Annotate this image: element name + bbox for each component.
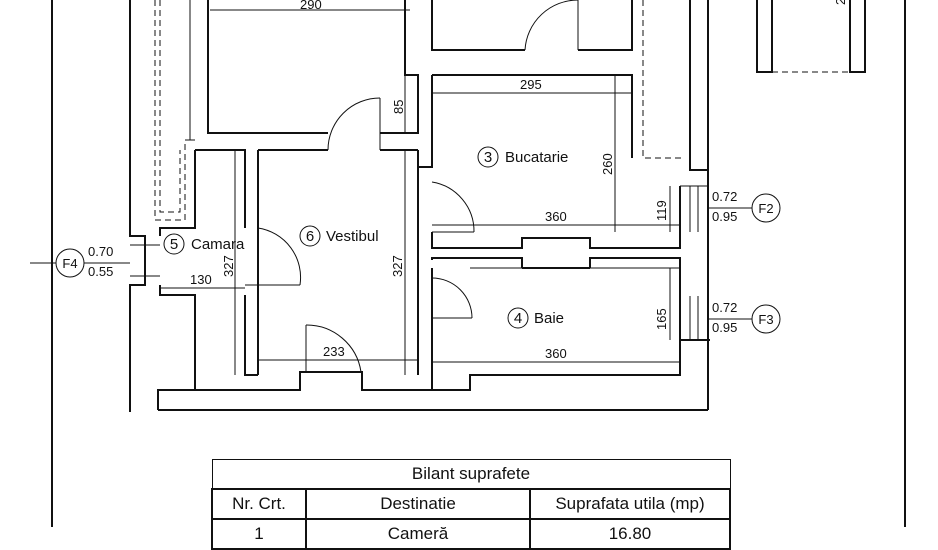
kitchen-wall-top [432, 74, 633, 158]
camara-wall-bottom [159, 285, 196, 390]
table-title-row: Bilant suprafete [211, 459, 731, 490]
dim-label-85: 85 [391, 100, 406, 114]
table-row: 1 Cameră 16.80 [211, 518, 731, 550]
svg-text:Baie: Baie [534, 310, 564, 327]
door-swing-bath [431, 277, 473, 319]
svg-text:F3: F3 [758, 312, 773, 327]
floor-plan: 290 85 295 260 119 360 327 327 130 165 2… [30, 0, 906, 527]
svg-text:Vestibul: Vestibul [326, 228, 379, 245]
dim-label-233: 233 [323, 344, 345, 359]
outer-wall-left [129, 0, 146, 410]
window-label-F4: F4 0.70 0.55 [30, 244, 130, 279]
svg-text:Bucatarie: Bucatarie [505, 149, 568, 166]
dim-label-360-bottom: 360 [545, 346, 567, 361]
svg-text:5: 5 [170, 236, 178, 253]
hidden-line-right [642, 0, 685, 159]
door-swing-camara [257, 227, 302, 286]
svg-text:F4: F4 [62, 256, 77, 271]
svg-text:3: 3 [484, 149, 492, 166]
door-swing-kitchen [431, 181, 475, 233]
dim-label-130: 130 [190, 272, 212, 287]
col-header-suprafata: Suprafata utila (mp) [529, 488, 731, 520]
room-label-vestibul: 6 Vestibul [299, 225, 379, 247]
svg-text:0.72: 0.72 [712, 189, 737, 204]
svg-text:0.95: 0.95 [712, 320, 737, 335]
table-header-row: Nr. Crt. Destinatie Suprafata utila (mp) [211, 488, 731, 520]
svg-text:Camara: Camara [191, 236, 245, 253]
outer-wall-bottom [157, 339, 710, 410]
top-right-box [756, 0, 773, 73]
door-swing-entrance [305, 324, 362, 373]
svg-text:F2: F2 [758, 201, 773, 216]
dim-label-327-left: 327 [221, 255, 236, 277]
table-cell: 16.80 [529, 518, 731, 550]
camara-wall-top [159, 150, 196, 236]
svg-text:6: 6 [306, 228, 314, 245]
svg-text:0.55: 0.55 [88, 264, 113, 279]
dim-label-360-top: 360 [545, 209, 567, 224]
dim-label-119: 119 [654, 200, 669, 221]
outer-wall-left-inner [189, 0, 195, 141]
door-swing-vestibul [327, 97, 381, 151]
svg-text:4: 4 [514, 310, 522, 327]
svg-text:0.70: 0.70 [88, 244, 113, 259]
kitchen-wall-left [418, 75, 433, 168]
dim-label-295: 295 [520, 77, 542, 92]
col-header-destinatie: Destinatie [305, 488, 531, 520]
table-title: Bilant suprafete [211, 459, 731, 490]
room-label-baie: 4 Baie [507, 307, 564, 329]
dim-label-165: 165 [654, 308, 669, 330]
window-label-F2: 0.72 0.95 F2 [708, 189, 781, 224]
dim-label-290: 290 [300, 0, 322, 12]
top-right-room-wall [431, 0, 525, 51]
dim-label-260: 260 [600, 153, 615, 175]
table-cell: 1 [211, 518, 307, 550]
top-room-wall [207, 0, 328, 134]
dim-label-2-top-right: 2 [833, 0, 848, 5]
area-summary-table: Bilant suprafete Nr. Crt. Destinatie Sup… [211, 459, 731, 550]
room-label-camara: 5 Camara [163, 233, 245, 255]
col-header-nr-crt: Nr. Crt. [211, 488, 307, 520]
kitchen-bath-partition [431, 232, 681, 249]
dim-label-327-right: 327 [390, 255, 405, 277]
door-swing-top [524, 0, 578, 51]
svg-text:0.95: 0.95 [712, 209, 737, 224]
hidden-line-left [154, 0, 195, 221]
room-label-bucatarie: 3 Bucatarie [477, 146, 568, 168]
hidden-line-left-inner [159, 0, 181, 213]
table-cell: Cameră [305, 518, 531, 550]
window-label-F3: 0.72 0.95 F3 [708, 300, 781, 335]
svg-text:0.72: 0.72 [712, 300, 737, 315]
